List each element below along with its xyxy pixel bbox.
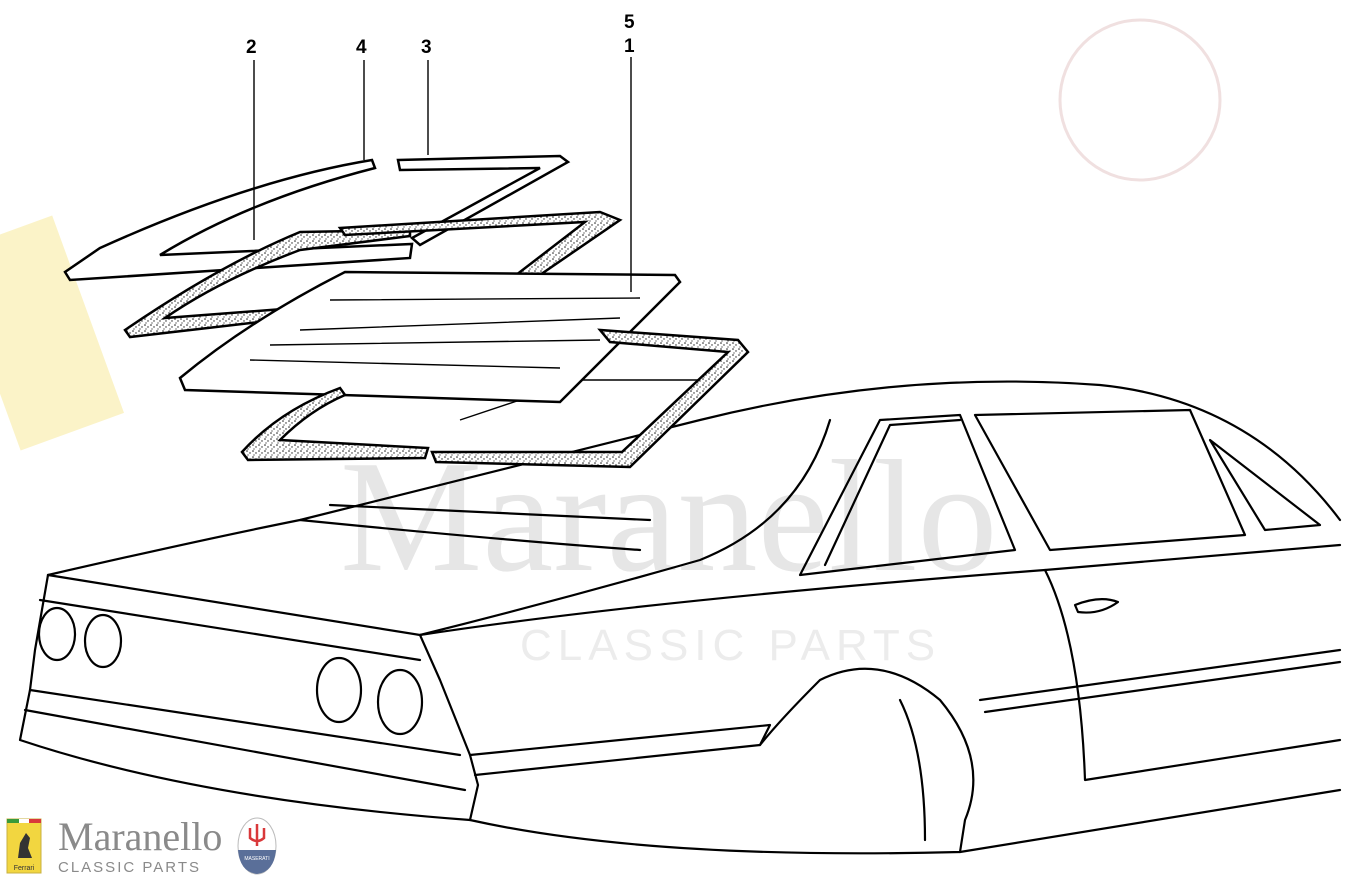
callout-3: 3 xyxy=(421,37,432,58)
maranello-logo: Ferrari Maranello CLASSIC PARTS MASERATI xyxy=(6,816,278,876)
callout-1: 1 xyxy=(624,36,635,57)
brand-subtitle: CLASSIC PARTS xyxy=(58,858,201,876)
ferrari-watermark-icon xyxy=(0,215,125,451)
car-body xyxy=(18,379,1342,855)
callout-2: 2 xyxy=(246,37,257,58)
callouts: 2 4 3 5 1 xyxy=(246,12,635,292)
maserati-badge-text: MASERATI xyxy=(245,856,270,862)
watermark-sub: CLASSIC PARTS xyxy=(520,621,941,670)
maserati-badge-icon: MASERATI xyxy=(237,817,277,875)
callout-4: 4 xyxy=(356,37,367,58)
maserati-watermark-icon xyxy=(1058,18,1222,182)
ferrari-badge-text: Ferrari xyxy=(14,865,35,872)
brand-name: Maranello xyxy=(58,813,223,859)
callout-5: 5 xyxy=(624,12,635,33)
part-3-seal-lower xyxy=(240,328,750,469)
part-1-glass xyxy=(178,270,682,404)
watermark: Maranello CLASSIC PARTS xyxy=(0,18,1222,670)
ferrari-badge-icon: Ferrari xyxy=(6,818,42,874)
